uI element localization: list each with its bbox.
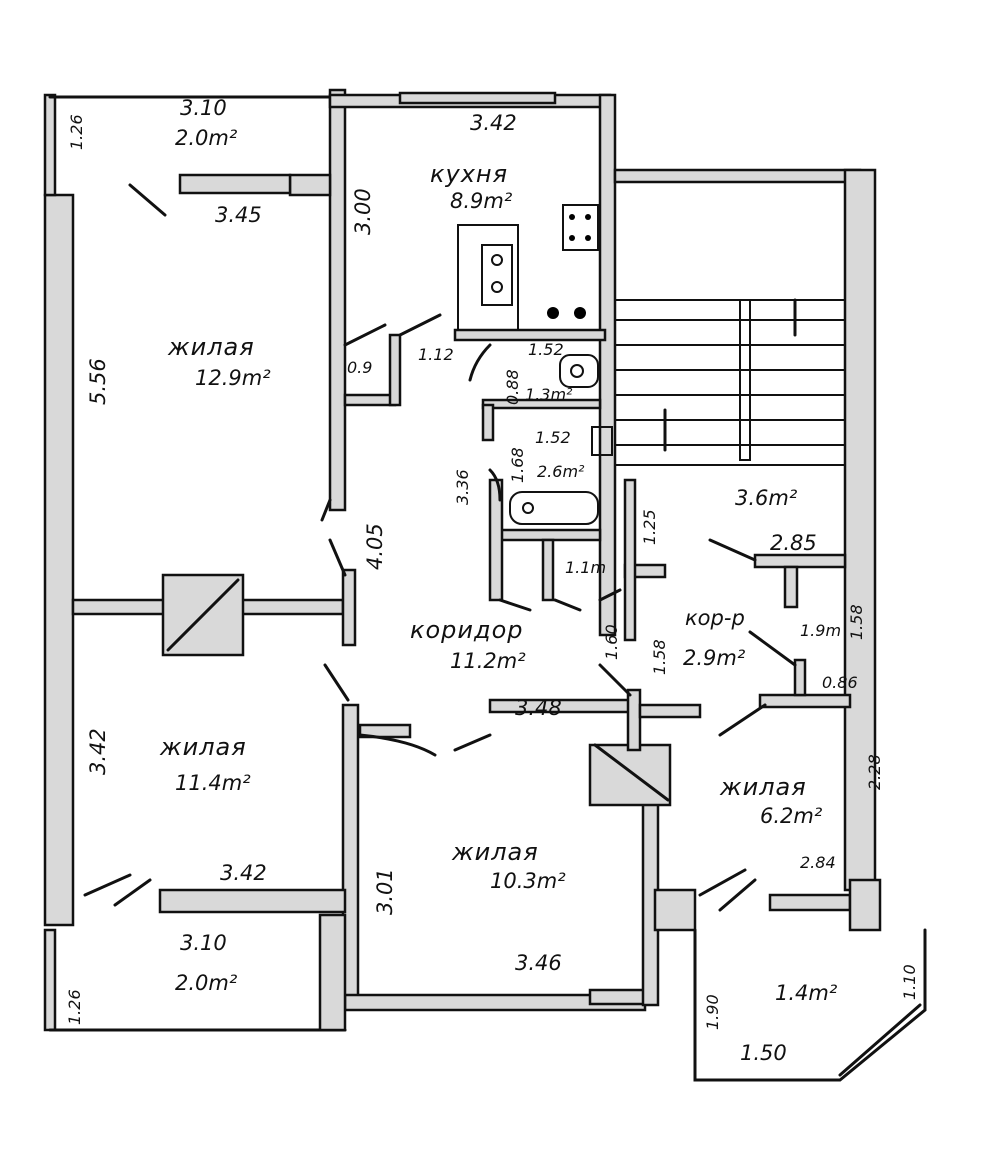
- living2-name: жилая: [159, 733, 247, 761]
- closet-area: 1.1m: [565, 558, 606, 577]
- vent-shaft-right: [588, 743, 672, 807]
- living4-top-wall: [758, 693, 852, 709]
- sink-icon: [481, 244, 513, 306]
- living2-width: 3.42: [220, 861, 267, 885]
- balcony-bottom-right-wall: [318, 913, 347, 1032]
- kitchen-counter: [457, 224, 519, 331]
- outer-wall-left: [43, 193, 75, 927]
- wc-width: 1.52: [528, 340, 564, 359]
- living1-name: жилая: [167, 333, 255, 361]
- living3-area: 10.3m²: [490, 869, 566, 893]
- corridor-name: коридор: [410, 616, 524, 644]
- kitchen-width: 3.42: [470, 111, 517, 135]
- living3-depth: 3.01: [373, 868, 397, 915]
- living2-length: 3.42: [86, 728, 110, 775]
- living4-width: 2.84: [800, 853, 836, 872]
- stove-icon: [562, 204, 599, 251]
- labels: 3.10 2.0m² 1.26 3.42 кухня 8.9m² 3.00 3.…: [65, 96, 919, 1065]
- closet-wall: [541, 538, 555, 602]
- living4-depth: 2.28: [865, 754, 884, 790]
- corridor-depth: 3.36: [453, 469, 472, 505]
- loggia-side-a: 1.90: [703, 994, 722, 1030]
- kitchen-depth: 3.00: [351, 188, 375, 235]
- balcony-top-depth: 1.26: [67, 114, 86, 150]
- wall-living1-right: [328, 88, 347, 512]
- niche-opening: 0.9: [347, 358, 372, 377]
- corridor-side: 1.60: [602, 624, 621, 660]
- balcony-bottom-area: 2.0m²: [175, 971, 238, 995]
- outer-wall-right: [843, 168, 877, 892]
- bath-area: 2.6m²: [537, 462, 585, 481]
- loggia-side-b: 1.10: [900, 964, 919, 1000]
- balcony-top-width: 3.10: [180, 96, 227, 120]
- balcony-bottom-depth: 1.26: [65, 989, 84, 1025]
- niche-side: [388, 333, 402, 407]
- bath-depth: 1.68: [508, 447, 527, 483]
- fixtures: [457, 204, 613, 525]
- kitchen-right-wall: [598, 93, 617, 637]
- balcony-top-wall: [288, 173, 332, 197]
- living4-area: 6.2m²: [760, 804, 823, 828]
- loggia-area: 1.4m²: [775, 981, 838, 1005]
- living4-window: [768, 893, 852, 912]
- balcony-bottom-width: 3.10: [180, 931, 227, 955]
- bath-width: 1.52: [535, 428, 571, 447]
- corridor-area: 11.2m²: [450, 649, 526, 673]
- corridor2-name: кор-р: [685, 606, 745, 630]
- storage-width: 2.85: [770, 531, 817, 555]
- wc-post: [481, 403, 495, 442]
- living4-name: жилая: [719, 773, 807, 801]
- living1-length: 5.56: [86, 358, 110, 405]
- living1-area: 12.9m²: [195, 366, 271, 390]
- stair-left-wall: [623, 478, 637, 642]
- walls: [43, 88, 927, 1082]
- staircase: [615, 298, 845, 466]
- kitchen-area: 8.9m²: [450, 189, 513, 213]
- kitchen-bottom-wall: [453, 328, 607, 342]
- kitchen-name: кухня: [430, 160, 508, 188]
- kitchen-window: [398, 91, 557, 105]
- bath-bottom-wall: [493, 528, 602, 542]
- balcony-top-side: [43, 93, 57, 197]
- corridor2-width: 1.9m: [800, 621, 841, 640]
- living3-name: жилая: [451, 838, 539, 866]
- storage-area: 3.6m²: [735, 486, 798, 510]
- doors: [83, 183, 797, 912]
- living2-area: 11.4m²: [175, 771, 251, 795]
- balcony-bottom-side: [43, 928, 57, 1032]
- loggia-top-left: [653, 888, 697, 932]
- storage-post: [783, 565, 799, 609]
- corridor-post: [626, 688, 642, 752]
- corridor2-side-b: 1.58: [847, 604, 866, 640]
- corridor2-post: [793, 658, 807, 697]
- corridor-width: 3.48: [515, 696, 562, 720]
- stair-top-wall: [613, 168, 862, 184]
- storage-bottom-wall: [753, 553, 847, 569]
- balcony-top-area: 2.0m²: [175, 126, 238, 150]
- wc-area: 1.3m²: [525, 385, 573, 404]
- loggia-width: 1.50: [740, 1041, 787, 1065]
- corridor-stub: [638, 703, 702, 719]
- corridor2-area: 2.9m²: [683, 646, 746, 670]
- balcony-bottom-window: [158, 888, 347, 914]
- storage-depth: 1.25: [640, 509, 659, 545]
- toilet-icon: [559, 354, 599, 388]
- door-opening: 1.12: [418, 345, 454, 364]
- corridor2-door: 0.86: [822, 673, 858, 692]
- loggia-top-right: [848, 878, 882, 932]
- washbasin-icon: [591, 426, 613, 456]
- wc-depth: 0.88: [503, 369, 522, 405]
- corridor-length: 4.05: [363, 523, 387, 570]
- living1-width: 3.45: [215, 203, 262, 227]
- bathtub-icon: [509, 491, 599, 525]
- niche-bottom: [343, 393, 397, 407]
- corridor2-side-a: 1.58: [650, 639, 669, 675]
- living3-window: [588, 988, 652, 1006]
- corridor-left-post: [341, 568, 357, 647]
- living3-width: 3.46: [515, 951, 562, 975]
- balcony-top-window: [178, 173, 292, 195]
